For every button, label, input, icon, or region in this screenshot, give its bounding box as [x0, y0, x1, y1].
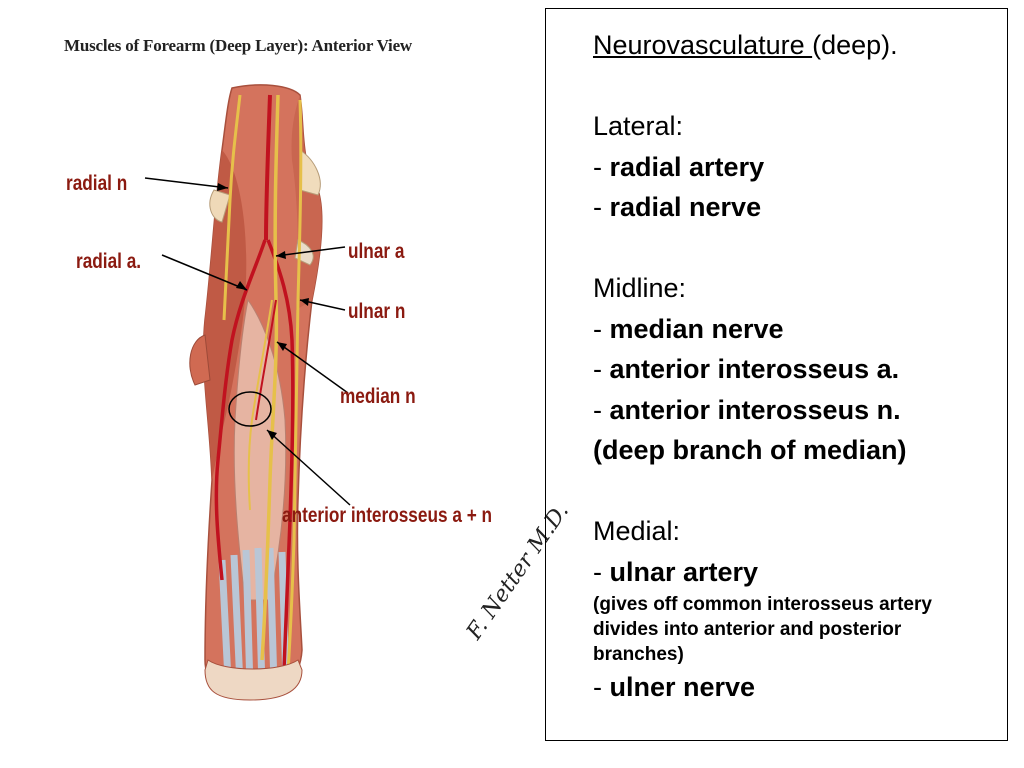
- ulnar-nerve: [286, 99, 303, 673]
- label-ulnar-nerve: ulnar n: [348, 300, 406, 323]
- arrowhead-ulnar-a: [276, 251, 286, 259]
- medial-note-line: (gives off common interosseus artery: [593, 594, 932, 615]
- label-anterior-interosseus: anterior interosseus a + n: [282, 504, 493, 527]
- arrowhead-anterior-interosseus: [267, 430, 277, 440]
- arrowhead-median-n: [277, 342, 287, 351]
- hand-base: [204, 659, 303, 701]
- lateral-condyle: [209, 189, 231, 223]
- pointer-radial-n: [144, 177, 229, 189]
- label-median-nerve: median n: [340, 385, 416, 408]
- notes-heading-rest: (deep).: [812, 30, 898, 60]
- forearm-illustration: [144, 84, 351, 701]
- pointer-anterior-interosseus: [266, 429, 351, 506]
- label-radial-nerve: radial n: [66, 172, 128, 195]
- midline-item: - median nerve: [593, 313, 784, 344]
- label-ulnar-artery: ulnar a: [348, 240, 405, 263]
- arrowhead-radial-n: [217, 183, 228, 191]
- midline-item: - anterior interosseus n.: [593, 394, 901, 425]
- pointer-radial-a: [161, 254, 248, 291]
- pronator-flap: [189, 334, 211, 386]
- interosseus-highlight-circle: [228, 391, 272, 427]
- medial-item: - ulnar artery: [593, 556, 759, 587]
- median-nerve: [260, 94, 280, 661]
- lateral-item: - radial nerve: [593, 192, 762, 222]
- radial-artery: [214, 239, 267, 581]
- brachial-artery: [264, 94, 272, 241]
- arrowhead-radial-a: [236, 281, 247, 290]
- arrowhead-ulnar-n: [300, 298, 309, 306]
- midline-title: Midline:: [593, 273, 687, 303]
- pointer-ulnar-a: [275, 246, 346, 257]
- lateral-title: Lateral:: [593, 111, 684, 141]
- anterior-interosseus-branch: [247, 299, 273, 511]
- ulnar-artery: [266, 239, 295, 671]
- lateral-item: - radial artery: [593, 151, 765, 182]
- pointer-arrowheads: [217, 183, 309, 440]
- medial-note-line: branches): [593, 644, 684, 665]
- figure-title: Muscles of Forearm (Deep Layer): Anterio…: [64, 36, 413, 55]
- tendons: [218, 547, 290, 689]
- medial-title: Medial:: [593, 516, 681, 546]
- midline-note: (deep branch of median): [593, 435, 907, 465]
- medial-item: - ulner nerve: [593, 672, 756, 702]
- notes-heading-underlined: Neurovasculature: [593, 30, 813, 60]
- notes-heading: Neurovasculature (deep).: [593, 25, 1007, 66]
- radial-nerve: [222, 94, 242, 321]
- notes-panel: Neurovasculature (deep). Lateral: - radi…: [545, 8, 1008, 741]
- label-radial-artery: radial a.: [76, 250, 142, 273]
- medial-condyle: [299, 149, 321, 196]
- anterior-interosseus-artery: [255, 299, 277, 421]
- pointer-median-n: [276, 341, 349, 394]
- midline-item: - anterior interosseus a.: [593, 354, 900, 384]
- medial-note-line: divides into anterior and posterior: [593, 619, 902, 640]
